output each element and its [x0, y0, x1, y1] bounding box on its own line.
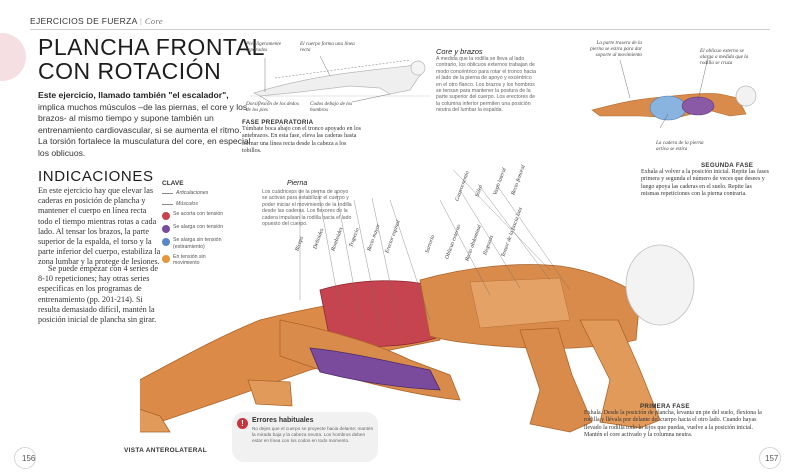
section-header: EJERCICIOS DE FUERZA | Core: [30, 16, 163, 26]
key-title: CLAVE: [162, 180, 184, 187]
head-shape: [735, 85, 757, 107]
pointer-line: [697, 57, 709, 101]
plank-body: [253, 63, 425, 97]
page-title-line1: PLANCHA FRONTAL: [38, 34, 265, 60]
header-divider: [30, 29, 770, 30]
key-item: Se alarga sin tensión (estiramiento): [162, 237, 224, 250]
warning-icon: !: [237, 418, 248, 429]
pointer-line: [319, 55, 331, 77]
section-label: EJERCICIOS DE FUERZA: [30, 16, 138, 26]
pointer-lines: [299, 170, 571, 331]
core-text: A medida que la rodilla se lleva al lado…: [436, 56, 537, 114]
key-line: [162, 203, 173, 205]
pointer-line: [619, 59, 631, 99]
key-label: Se acorta con tensión: [173, 211, 224, 218]
key-label: En tensión sin movimiento: [173, 254, 206, 267]
pointer-line: [259, 95, 271, 103]
page-title: PLANCHA FRONTAL CON ROTACIÓN: [38, 35, 278, 83]
primera-fase-text: Exhala. Desde la posición de plancha, le…: [584, 410, 762, 439]
pierna-text: Los cuádriceps de la pierna de apoyo se …: [262, 189, 352, 228]
pointer-line: [659, 113, 669, 129]
key-swatch: [162, 238, 170, 247]
back-foot: [140, 408, 171, 433]
key-item: Se acorta con tensión: [162, 211, 224, 221]
left-arm: [579, 319, 661, 429]
key-swatch: [162, 255, 170, 264]
page-number-circle-left: [14, 447, 36, 469]
annotation-oblicuo: El oblicuo externo se alarga a medida qu…: [700, 48, 749, 66]
oblique-muscle: [469, 277, 571, 329]
abdominal-highlight: [681, 96, 715, 116]
key-line: [162, 193, 173, 195]
annotation-cuerpo: El cuerpo forma una línea recta: [300, 41, 355, 53]
page-number-right: 157: [765, 454, 779, 463]
indicaciones-paragraph-2: Se puede empezar con 4 series de 8-10 re…: [38, 264, 159, 325]
page-number-circle-right: [759, 447, 781, 469]
key-label: Músculos: [176, 200, 198, 207]
quadriceps-muscle: [309, 347, 441, 391]
head: [625, 244, 695, 326]
annotation-pierna-tensa: La parte trasera de la pierna se estira …: [590, 40, 642, 58]
page-title-line2: CON ROTACIÓN: [38, 58, 222, 84]
intro-bold: Este ejercicio, llamado también "el esca…: [38, 90, 229, 100]
key-label: Se alarga sin tensión (estiramiento): [173, 237, 222, 250]
errores-title: Errores habituales: [252, 417, 314, 424]
front-foot: [247, 379, 293, 407]
intro-paragraph: Este ejercicio, llamado también "el esca…: [38, 90, 253, 160]
key-item: En tensión sin movimiento: [162, 254, 224, 267]
indicaciones-heading: INDICACIONES: [38, 168, 154, 185]
indicaciones-paragraph-1: En este ejercicio hay que elevar las cad…: [38, 186, 161, 267]
segunda-fase-title: SEGUNDA FASE: [701, 162, 754, 169]
intro-rest: implica muchos músculos –de las piernas,…: [38, 101, 251, 158]
page-number-left: 156: [22, 454, 36, 463]
annotation-codos: Codos debajo de los hombros: [310, 101, 353, 113]
key-label: Articulaciones: [176, 190, 209, 197]
second-phase-figure: [591, 57, 757, 129]
straight-line-guide: [274, 59, 411, 79]
errores-box: [232, 412, 378, 462]
preparatory-phase-figure: [250, 55, 430, 103]
primera-fase-title: PRIMERA FASE: [640, 403, 690, 410]
pointer-line: [351, 93, 391, 103]
key-swatch: [162, 212, 170, 221]
key-swatch: [162, 225, 170, 234]
annotation-pies: Pies ligeramente separados: [246, 41, 282, 53]
core-title: Core y brazos: [436, 47, 483, 56]
right-arm: [519, 327, 593, 433]
segunda-fase-text: Exhala al volver a la posición inicial. …: [641, 169, 769, 198]
key-label: Se alarga con tensión: [173, 224, 224, 231]
pierna-title: Pierna: [287, 180, 308, 187]
annotation-cadera: La cadera de la pierna activa se estira: [656, 140, 704, 152]
key-item: Músculos: [162, 201, 224, 207]
corner-decoration: [0, 33, 26, 81]
key-item: Se alarga con tensión: [162, 224, 224, 234]
head-shape: [410, 60, 426, 76]
fase-preparatoria-text: Túmbate boca abajo con el tronco apoyado…: [242, 126, 361, 155]
view-label: VISTA ANTEROLATERAL: [124, 447, 207, 454]
fase-preparatoria-title: FASE PREPARATORIA: [242, 119, 314, 126]
main-anatomy-figure: [140, 170, 695, 433]
key-item: Articulaciones: [162, 190, 224, 196]
oblique-highlight: [649, 95, 687, 121]
errores-text: No dejes que el cuerpo se proyecte hacia…: [252, 426, 374, 443]
subsection-label: Core: [144, 16, 163, 26]
annotation-dorsiflexion: Dorsiflexión de los dedos de los pies: [246, 101, 299, 113]
